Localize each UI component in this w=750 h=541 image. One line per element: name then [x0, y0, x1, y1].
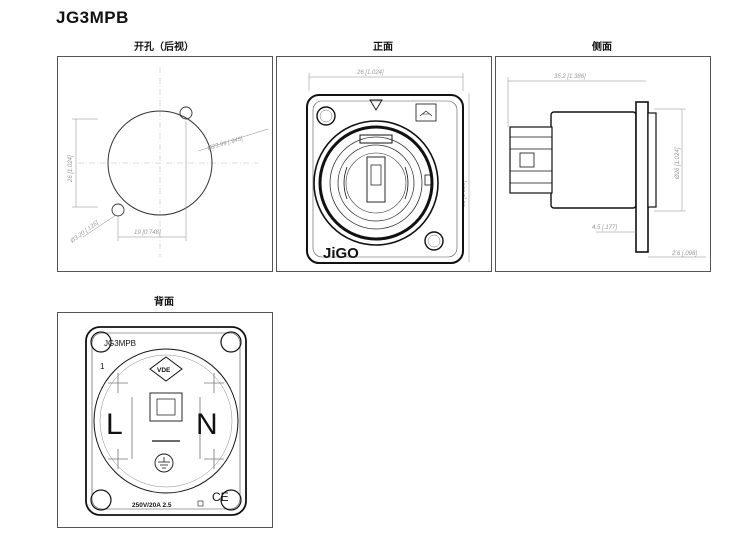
mount-hole-top: [179, 106, 193, 120]
back-live-label: L: [106, 408, 123, 441]
back-drawing: JG3MPB 1 VDE L N 250V/20A 2.5 CE: [85, 326, 247, 516]
front-view-panel: 26 [1.024] 31 [1.220] JiGO: [276, 56, 492, 272]
back-model-label: JG3MPB: [104, 339, 136, 348]
side-terminals: [509, 126, 553, 194]
side-view-panel: 35.2 [1.386] Ø26 [1.024] 4.5 [.177] 2.6 …: [495, 56, 711, 272]
side-dim-length: 35.2 [1.386]: [554, 74, 586, 80]
front-brand-logo: JiGO: [323, 245, 359, 262]
back-screw-hole-br: [220, 489, 242, 511]
front-screw-hole-br: [424, 231, 444, 251]
side-dim-diameter: Ø26 [1.024]: [675, 147, 681, 180]
side-body: [550, 111, 637, 209]
cutout-dim-diameter: Ø23.99 [.945]: [206, 136, 244, 152]
cutout-dim-hole: Ø3.20 [.126]: [69, 220, 100, 245]
vde-mark-icon: [149, 356, 183, 382]
back-pin1-label: 1: [100, 362, 105, 371]
caption-front: 正面: [373, 42, 393, 53]
product-title: JG3MPB: [56, 8, 129, 27]
cutout-main-hole: [107, 110, 213, 216]
ground-symbol-icon: [154, 453, 174, 473]
front-outer-ring: [313, 120, 439, 246]
front-bezel-ring: [318, 125, 434, 241]
side-dim-step2: 2.6 [.098]: [671, 251, 697, 257]
cutout-dim-width: 19 [0.748]: [134, 230, 161, 236]
connector-symbol-icon: [415, 103, 437, 122]
cutout-view-panel: 26 [1.024] Ø23.99 [.945] Ø3.20 [.126] 19…: [57, 56, 273, 272]
back-screw-hole-bl: [90, 489, 112, 511]
back-screw-hole-tr: [220, 331, 242, 353]
back-vde-label: VDE: [157, 367, 171, 374]
mount-hole-bottom: [111, 203, 125, 217]
front-screw-hole-tl: [316, 106, 336, 126]
caption-side: 侧面: [592, 42, 612, 53]
cutout-drawing: 26 [1.024] Ø23.99 [.945] Ø3.20 [.126] 19…: [68, 67, 269, 257]
orientation-triangle-icon: [369, 99, 383, 111]
side-dim-step1: 4.5 [.177]: [592, 225, 617, 231]
cutout-dim-height: 26 [1.024]: [68, 155, 74, 183]
front-center-key: [366, 156, 386, 203]
front-drawing: 26 [1.024] 31 [1.220] JiGO: [306, 70, 470, 264]
caption-back: 背面: [154, 297, 174, 308]
back-ce-mark: CE: [212, 490, 229, 504]
back-view-panel: JG3MPB 1 VDE L N 250V/20A 2.5 CE: [57, 312, 273, 528]
back-rating-label: 250V/20A 2.5: [132, 502, 172, 509]
caption-cutout: 开孔（后视）: [134, 42, 194, 53]
side-drawing: 35.2 [1.386] Ø26 [1.024] 4.5 [.177] 2.6 …: [507, 74, 706, 258]
back-housing-ring: [93, 348, 239, 494]
back-neutral-label: N: [196, 408, 218, 441]
front-dim-width: 26 [1.024]: [356, 70, 384, 76]
side-flange: [635, 101, 649, 253]
back-screw-hole-tl: [90, 331, 112, 353]
